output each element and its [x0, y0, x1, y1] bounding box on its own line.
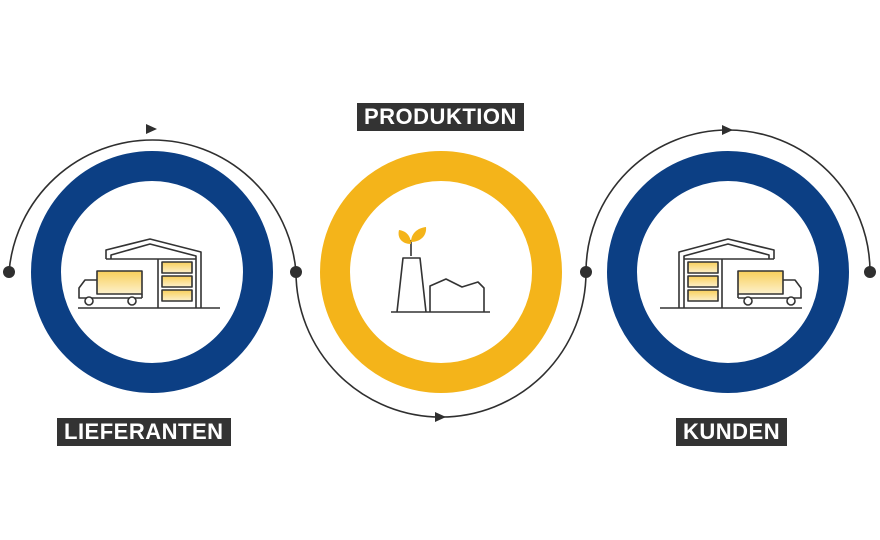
flow-dot [290, 266, 302, 278]
ring-lieferanten [31, 151, 273, 393]
arrow-right-icon [435, 412, 446, 422]
flow-arrows [146, 124, 733, 422]
kunden-label: KUNDEN [676, 418, 788, 446]
flow-dot [580, 266, 592, 278]
arrow-right-icon [146, 124, 157, 134]
lieferanten-label: LIEFERANTEN [57, 418, 231, 446]
arrow-right-icon [722, 125, 733, 135]
ring-produktion [320, 151, 562, 393]
ring-kunden [607, 151, 849, 393]
arc-top-left [8, 139, 297, 273]
warehouse-truck-icon [78, 238, 220, 309]
flow-dot [864, 266, 876, 278]
flow-dots [3, 266, 876, 278]
factory-plant-icon [391, 227, 490, 313]
produktion-label: PRODUKTION [357, 103, 524, 131]
flow-dot [3, 266, 15, 278]
warehouse-truck-icon [660, 238, 802, 309]
